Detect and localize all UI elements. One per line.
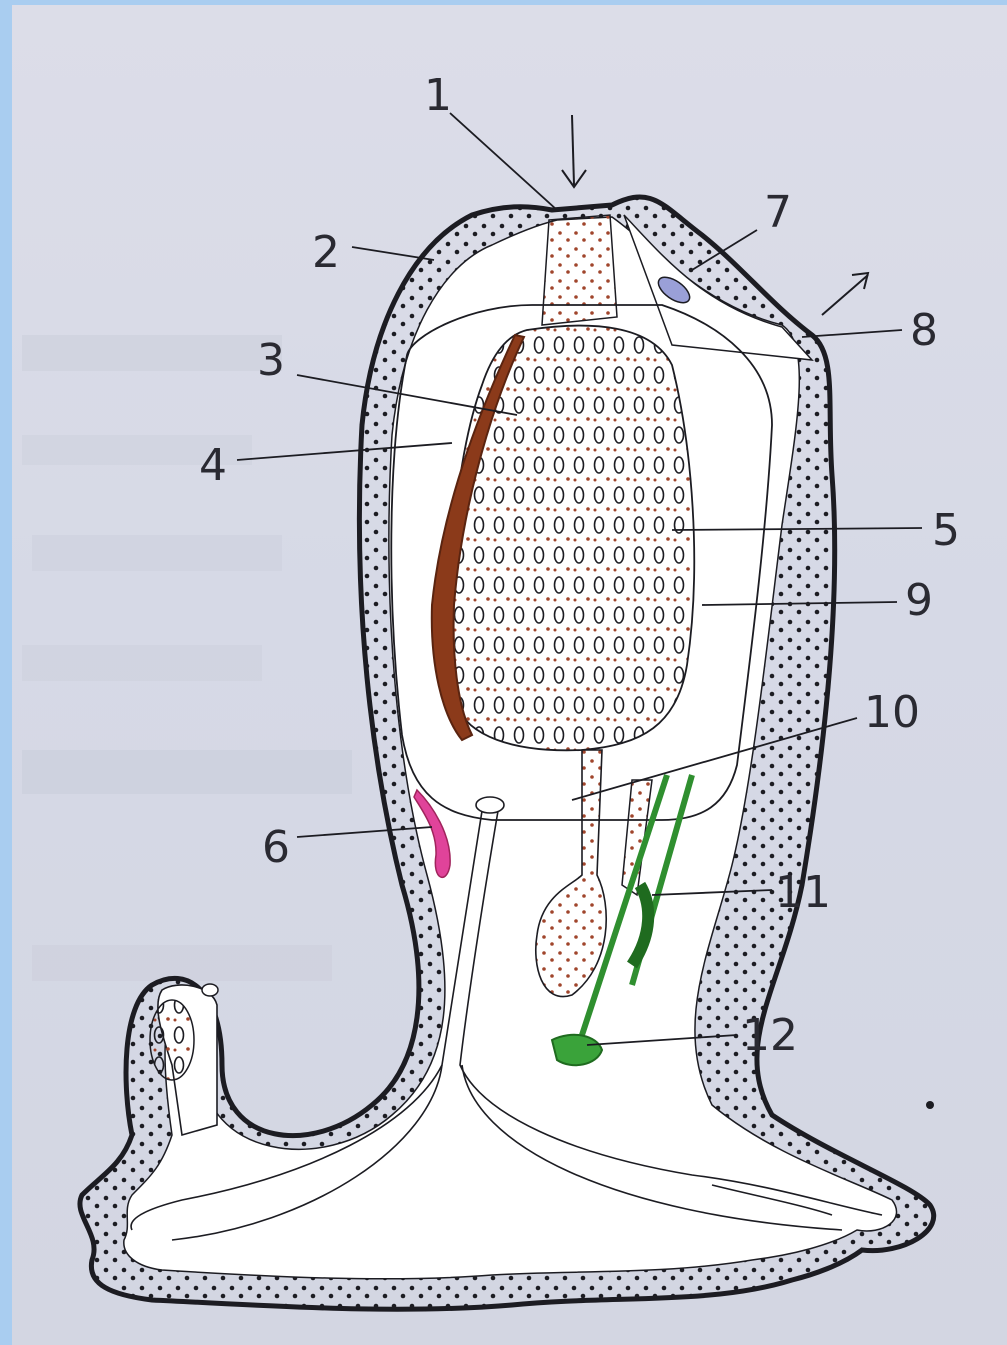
label-10: 10 <box>864 687 920 738</box>
speck <box>926 1101 934 1109</box>
label-3: 3 <box>257 335 285 386</box>
label-12: 12 <box>742 1010 798 1061</box>
background-print-ghost <box>22 335 352 981</box>
oral-siphon <box>542 215 617 325</box>
pharynx <box>450 326 694 751</box>
ovary <box>552 1035 602 1065</box>
label-1: 1 <box>424 70 452 121</box>
diagram-canvas: 1 2 3 4 5 6 7 8 9 10 11 12 <box>12 5 1007 1345</box>
label-9: 9 <box>905 575 933 626</box>
label-2: 2 <box>312 227 340 278</box>
ascidian-diagram: 1 2 3 4 5 6 7 8 9 10 11 12 <box>12 5 1007 1345</box>
label-11: 11 <box>775 867 831 918</box>
inflow-arrow-icon <box>572 115 574 185</box>
label-8: 8 <box>910 305 938 356</box>
label-7: 7 <box>764 187 792 238</box>
outflow-arrow-icon <box>822 275 868 315</box>
label-4: 4 <box>199 440 227 491</box>
label-6: 6 <box>262 822 290 873</box>
label-5: 5 <box>932 505 960 556</box>
